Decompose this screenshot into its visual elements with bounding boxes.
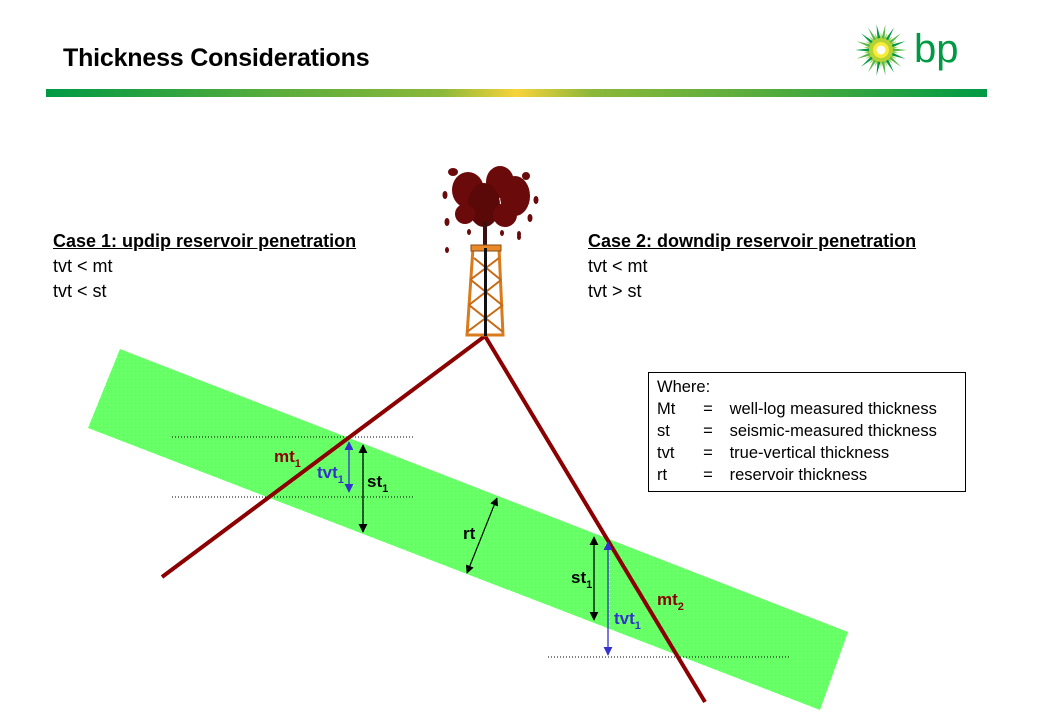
- tvt1-label-right: tvt1: [614, 609, 641, 632]
- case1-line-1: tvt < mt: [53, 256, 113, 276]
- helios-petal: [890, 48, 907, 52]
- helios-petal: [887, 55, 901, 67]
- helios-petal: [881, 59, 886, 76]
- header-divider: [46, 89, 987, 97]
- legend-box: Where: Mt= well-log measured thickness s…: [648, 372, 966, 492]
- rt-arrow: [465, 497, 499, 574]
- helios-petal: [856, 51, 873, 59]
- helios-petal: [876, 24, 881, 41]
- helios-petal: [889, 41, 906, 49]
- mt1-label: mt1: [274, 447, 301, 470]
- page-title: Thickness Considerations: [63, 44, 370, 72]
- helios-petal: [855, 48, 872, 52]
- case2-block: Case 2: downdip reservoir penetration tv…: [588, 229, 916, 304]
- case2-heading: Case 2: downdip reservoir penetration: [588, 231, 917, 251]
- case1-heading: Case 1: updip reservoir penetration: [53, 231, 357, 251]
- st1-label-left: st1: [367, 472, 388, 495]
- helios-petal: [856, 41, 873, 49]
- helios-petal: [861, 33, 875, 45]
- case2-line-2: tvt > st: [588, 281, 642, 301]
- helios-petal: [889, 51, 906, 59]
- oil-derrick-icon: [442, 166, 539, 337]
- helios-petal: [881, 24, 886, 41]
- legend-heading: Where:: [657, 378, 711, 396]
- mt2-label: mt2: [657, 590, 684, 613]
- helios-petal: [876, 59, 881, 76]
- case1-line-2: tvt < st: [53, 281, 107, 301]
- legend-row-mt: Mt= well-log measured thickness: [657, 400, 937, 418]
- helios-petal: [868, 27, 878, 43]
- legend-row-tvt: tvt= true-vertical thickness: [657, 444, 890, 462]
- legend-row-rt: rt= reservoir thickness: [657, 466, 868, 484]
- bp-logo-text: bp: [914, 27, 959, 71]
- bp-logo: bp: [855, 24, 959, 76]
- helios-petal: [887, 33, 901, 45]
- helios-petal: [861, 55, 875, 67]
- st1-label-right: st1: [571, 568, 592, 591]
- legend-row-st: st= seismic-measured thickness: [657, 422, 937, 440]
- tvt1-label-left: tvt1: [317, 463, 344, 486]
- rt-label: rt: [463, 524, 476, 543]
- case1-block: Case 1: updip reservoir penetration tvt …: [53, 229, 356, 304]
- case2-line-1: tvt < mt: [588, 256, 648, 276]
- helios-petal: [884, 57, 894, 73]
- helios-petal: [868, 57, 878, 73]
- helios-petal: [884, 27, 894, 43]
- helios-sunflower-icon: [855, 24, 907, 76]
